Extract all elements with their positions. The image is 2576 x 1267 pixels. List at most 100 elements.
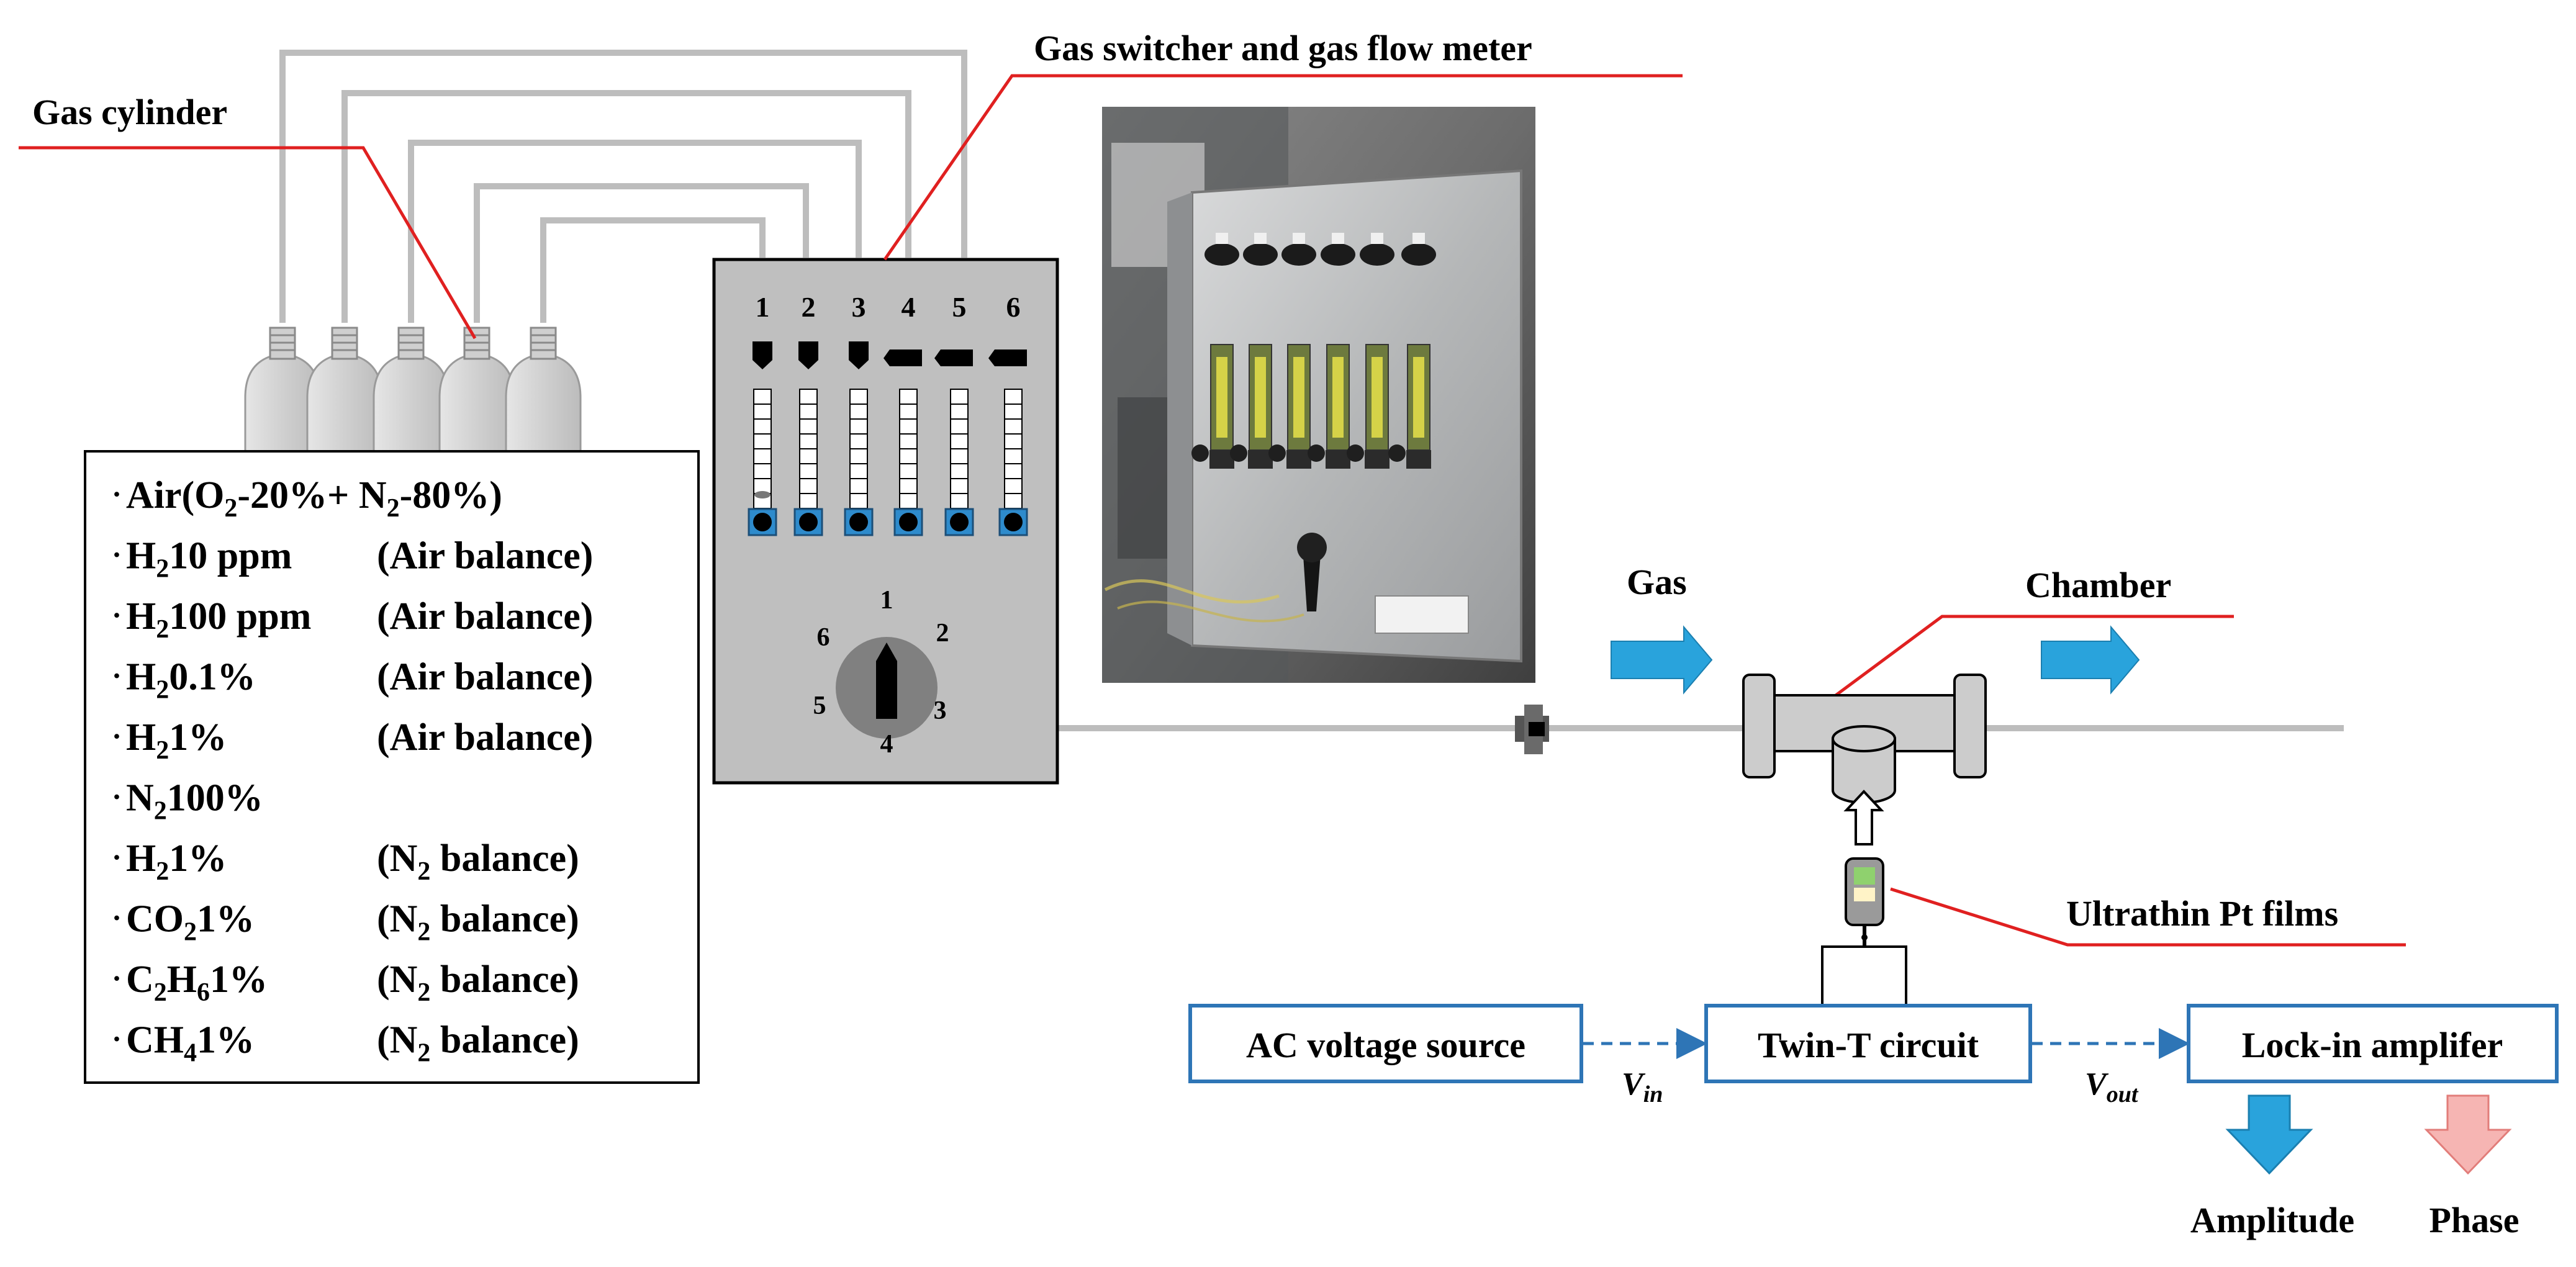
flow-arrow-icon xyxy=(1611,625,1713,695)
bullet: · xyxy=(112,599,122,632)
dial-number: 4 xyxy=(880,730,893,759)
gas-list: ·Air(O2-20%+ N2-80%)·H210 ppm(Air balanc… xyxy=(112,474,593,1068)
gas-list-item: ·H21% (Air balance) xyxy=(112,716,593,765)
bullet: · xyxy=(112,962,122,995)
bullet: · xyxy=(112,902,122,935)
valve-icon xyxy=(1515,705,1549,754)
channel-number: 4 xyxy=(902,291,916,323)
gas-cylinder-icon xyxy=(244,327,321,454)
gas-switcher-label: Gas switcher and gas flow meter xyxy=(1034,28,1532,68)
sensor-up-arrow xyxy=(1843,790,1884,845)
pipe-3 xyxy=(408,140,862,323)
flow-meter-icon: 6 xyxy=(988,291,1028,536)
ac-voltage-source-label: AC voltage source xyxy=(1246,1025,1525,1065)
lock-in-amplifier-label: Lock-in amplifer xyxy=(2242,1025,2503,1065)
dial-number: 5 xyxy=(813,692,826,720)
phase-label: Phase xyxy=(2429,1200,2520,1240)
gas-cylinder-label: Gas cylinder xyxy=(32,92,227,132)
flow-meter-icon: 3 xyxy=(844,291,874,536)
ac-voltage-source-box: AC voltage source xyxy=(1188,1004,1583,1083)
gas-formula: CH41% xyxy=(126,1019,255,1068)
pipe-5 xyxy=(540,217,766,323)
bullet: · xyxy=(112,720,122,753)
gas-list-item: ·N2100% xyxy=(112,777,263,826)
dial-number: 2 xyxy=(936,619,949,647)
gas-formula: H210 ppm xyxy=(126,535,292,584)
gas-formula: Air(O2-20%+ N2-80%) xyxy=(126,474,502,523)
dial-number: 3 xyxy=(934,697,947,725)
gas-formula: H20.1% xyxy=(126,656,256,705)
dial-number: 1 xyxy=(880,586,893,615)
channel-number: 2 xyxy=(802,291,816,323)
bullet: · xyxy=(112,478,122,511)
bullet: · xyxy=(112,539,122,572)
gas-list-item: ·H21% (N2 balance) xyxy=(112,837,579,886)
pipe-4 xyxy=(474,183,809,323)
bullet: · xyxy=(112,660,122,693)
bullet: · xyxy=(112,1023,122,1056)
twin-t-circuit-box: Twin-T circuit xyxy=(1704,1004,2032,1083)
gas-formula: H21% xyxy=(126,716,227,765)
gas-balance: (N2 balance) xyxy=(377,837,579,886)
gas-formula: CO21% xyxy=(126,898,255,947)
gas-formula: H2100 ppm xyxy=(126,595,311,644)
flow-meter-icon: 4 xyxy=(884,291,923,536)
gas-list-item: ·H210 ppm (Air balance) xyxy=(112,535,593,584)
gas-balance: (Air balance) xyxy=(377,595,593,638)
gas-list-item: ·H2100 ppm (Air balance) xyxy=(112,595,593,644)
output-arrow-icon-amplitude xyxy=(2225,1094,2313,1175)
bullet: · xyxy=(112,781,122,814)
channel-number: 5 xyxy=(952,291,967,323)
leader-lines xyxy=(19,74,2406,947)
gas-pipes xyxy=(279,50,2344,731)
gas-formula: C2H61% xyxy=(126,958,268,1007)
gas-balance: (Air balance) xyxy=(377,535,593,577)
gas-balance: (Air balance) xyxy=(377,656,593,698)
gas-cylinder-icon xyxy=(505,327,582,454)
gas-formula: H21% xyxy=(126,837,227,886)
gas-cylinders xyxy=(244,327,582,454)
gas-list-box xyxy=(84,450,700,1084)
pipe-2 xyxy=(341,90,911,323)
gas-cylinder-icon xyxy=(373,327,450,454)
twin-t-circuit-label: Twin-T circuit xyxy=(1758,1025,1979,1065)
channel-number: 1 xyxy=(756,291,770,323)
chamber-label: Chamber xyxy=(2025,565,2171,605)
gas-list-item: ·CH41% (N2 balance) xyxy=(112,1019,579,1068)
flow-meter-icon: 1 xyxy=(748,291,777,536)
dial-numbers: 1 2 3 4 5 6 xyxy=(813,586,949,759)
gas-cylinder-icon xyxy=(438,327,515,454)
channel-number: 3 xyxy=(852,291,866,323)
flow-meter-icon: 5 xyxy=(934,291,974,536)
gas-balance: (N2 balance) xyxy=(377,1019,579,1068)
vout-label: Vout xyxy=(2085,1066,2139,1107)
pt-films-label: Ultrathin Pt films xyxy=(2066,893,2338,934)
gas-label: Gas xyxy=(1627,562,1687,602)
sensor-wires xyxy=(1821,945,1907,1006)
photo-apparatus xyxy=(1102,107,1535,683)
gas-list-item: ·Air(O2-20%+ N2-80%) xyxy=(112,474,502,523)
gas-formula: N2100% xyxy=(126,777,263,826)
vin-label: Vin xyxy=(1622,1066,1663,1107)
sensor-chip-icon xyxy=(1845,857,1884,947)
gas-balance: (N2 balance) xyxy=(377,898,579,947)
gas-list-item: ·C2H61% (N2 balance) xyxy=(112,958,579,1007)
t-chamber-icon xyxy=(1742,674,1987,804)
output-arrow-icon-phase xyxy=(2424,1094,2512,1175)
dial-number: 6 xyxy=(817,623,830,652)
lock-in-amplifier-box: Lock-in amplifer xyxy=(2187,1004,2559,1083)
bullet: · xyxy=(112,841,122,874)
gas-balance: (N2 balance) xyxy=(377,958,579,1007)
flow-arrow-icon-out xyxy=(2041,625,2140,695)
gas-balance: (Air balance) xyxy=(377,716,593,759)
selector-dial-icon xyxy=(836,637,938,739)
pipe-1 xyxy=(279,50,967,323)
channel-number: 6 xyxy=(1006,291,1021,323)
amplitude-label: Amplitude xyxy=(2190,1200,2354,1240)
gas-cylinder-icon xyxy=(306,327,383,454)
flow-meter-icon: 2 xyxy=(793,291,823,536)
